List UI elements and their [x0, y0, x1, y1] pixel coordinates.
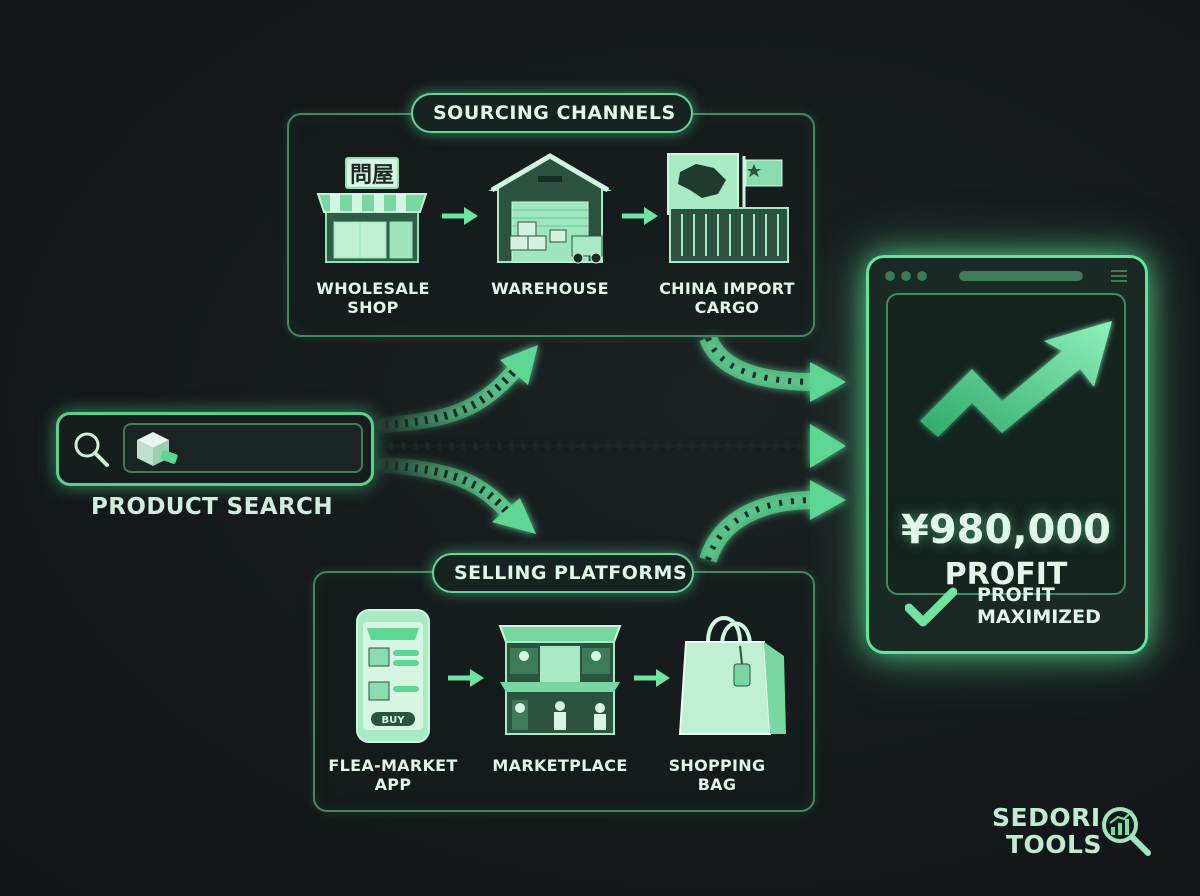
arrow-right-icon — [448, 669, 484, 687]
brand-logo: SEDORI TOOLS — [992, 803, 1162, 863]
arrow-search-to-result — [390, 424, 846, 468]
profit-result-window: ¥980,000 PROFIT PROFIT MAXIMIZED — [866, 255, 1148, 654]
window-dot — [901, 271, 911, 281]
arrow-right-icon — [442, 207, 478, 225]
profit-maximized-status: PROFIT MAXIMIZED — [977, 584, 1101, 628]
arrow-right-icon — [622, 207, 658, 225]
profit-screen: ¥980,000 PROFIT — [886, 293, 1126, 595]
marketplace-icon[interactable] — [496, 608, 624, 738]
window-dot — [917, 271, 927, 281]
buy-button-text: BUY — [382, 715, 406, 726]
arrow-right-icon — [634, 669, 670, 687]
phone-app-icon[interactable]: BUY — [355, 608, 431, 744]
arrow-search-to-sourcing — [377, 345, 538, 433]
window-dot — [885, 271, 895, 281]
brand-name-line1: SEDORI — [992, 803, 1101, 832]
search-input[interactable] — [123, 423, 363, 473]
selling-title: SELLING PLATFORMS — [432, 553, 694, 593]
marketplace-label: MARKETPLACE — [492, 756, 628, 775]
checkmark-icon — [905, 587, 957, 627]
window-title-bar — [959, 271, 1083, 281]
wholesale-sign-text: 問屋 — [350, 163, 394, 188]
brand-name-line2: TOOLS — [1006, 830, 1102, 859]
menu-icon[interactable] — [1109, 268, 1129, 284]
profit-amount: ¥980,000 — [900, 507, 1112, 553]
shopping-bag-icon[interactable] — [676, 606, 788, 738]
search-icon[interactable] — [71, 429, 111, 469]
warehouse-icon[interactable] — [488, 150, 612, 266]
package-icon — [137, 432, 178, 466]
warehouse-label: WAREHOUSE — [491, 279, 609, 298]
profit-amount-label: PROFIT — [944, 557, 1068, 592]
product-search-box[interactable] — [56, 412, 374, 486]
arrow-search-to-selling — [377, 457, 536, 534]
product-search-label: PRODUCT SEARCH — [91, 494, 333, 520]
magnifier-chart-logo — [1102, 807, 1151, 856]
arrow-sourcing-to-result — [699, 334, 846, 402]
wholesale-shop-icon[interactable]: 問屋 — [312, 156, 432, 266]
arrow-selling-to-result — [699, 480, 846, 564]
cargo-container-icon[interactable] — [666, 150, 790, 266]
sourcing-title: SOURCING CHANNELS — [411, 93, 693, 133]
trend-up-arrow-icon — [920, 321, 1112, 437]
